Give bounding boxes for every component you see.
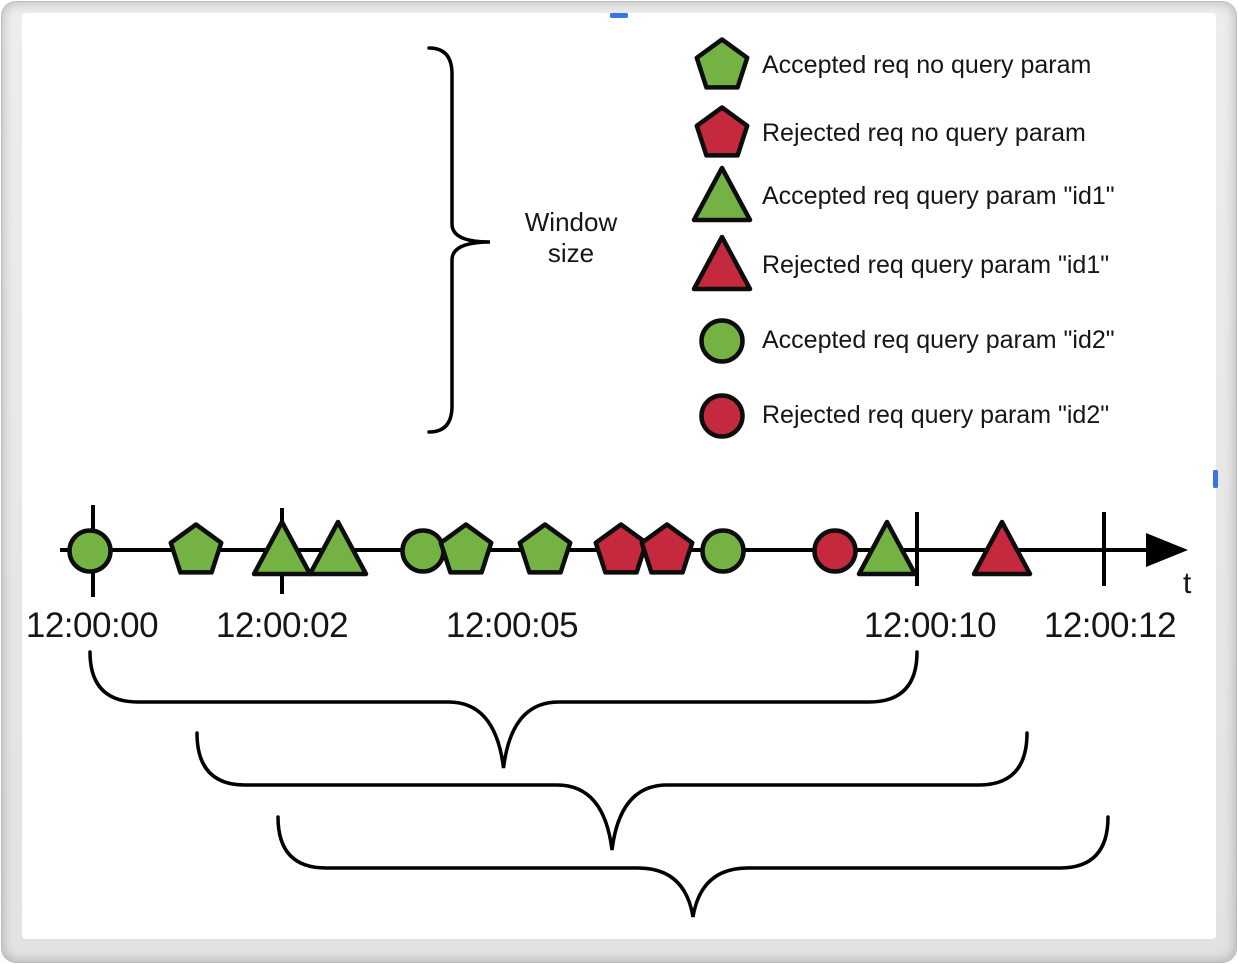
legend-accepted-circle-icon	[699, 318, 745, 364]
rejected-request-marker	[971, 519, 1033, 577]
rejected-request-marker	[593, 522, 649, 575]
legend-accepted-triangle-icon	[691, 165, 753, 223]
rejected-request-marker	[639, 522, 695, 575]
time-axis-label: t	[1183, 567, 1192, 600]
accepted-request-marker	[438, 522, 494, 575]
legend-label: Rejected req query param "id2"	[762, 401, 1110, 429]
tick-label: 12:00:00	[25, 606, 159, 645]
legend-label: Rejected req query param "id1"	[762, 251, 1110, 279]
accepted-request-marker	[168, 522, 224, 575]
window-size-brace	[427, 46, 491, 434]
diagram-canvas	[22, 13, 1216, 939]
accepted-request-marker	[307, 519, 369, 577]
tick-label: 12:00:05	[445, 606, 579, 645]
scroll-indicator-right[interactable]	[1213, 470, 1218, 488]
legend-label: Rejected req no query param	[762, 119, 1086, 147]
accepted-request-marker	[67, 528, 113, 574]
accepted-request-marker	[856, 519, 918, 577]
legend-label: Accepted req no query param	[762, 51, 1092, 79]
rejected-request-marker	[812, 528, 858, 574]
legend-rejected-circle-icon	[699, 393, 745, 439]
tick-label: 12:00:02	[215, 606, 349, 645]
legend-rejected-triangle-icon	[691, 234, 753, 292]
sliding-window-brace	[88, 650, 919, 769]
sliding-window-brace	[195, 731, 1029, 851]
accepted-request-marker	[517, 522, 573, 575]
tick-label: 12:00:10	[863, 606, 997, 645]
sliding-window-brace	[276, 815, 1110, 918]
accepted-request-marker	[700, 528, 746, 574]
time-axis-arrowhead	[1146, 533, 1188, 567]
legend-rejected-pentagon-icon	[694, 105, 750, 158]
accepted-request-marker	[251, 519, 313, 577]
legend-accepted-pentagon-icon	[694, 37, 750, 90]
legend-label: Accepted req query param "id1"	[762, 182, 1115, 210]
window-size-label: Window size	[524, 207, 618, 268]
legend-label: Accepted req query param "id2"	[762, 326, 1115, 354]
accepted-request-marker	[400, 528, 446, 574]
tick-label: 12:00:12	[1043, 606, 1177, 645]
scroll-indicator-top[interactable]	[610, 13, 628, 18]
